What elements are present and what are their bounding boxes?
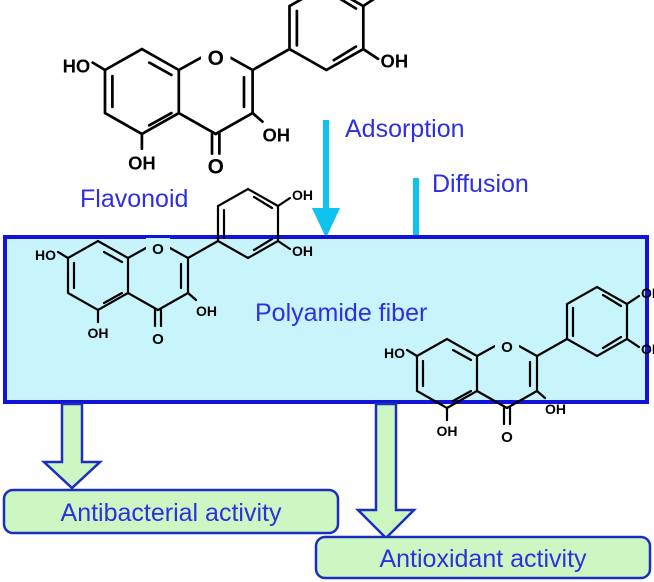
flavonoid-label: Flavonoid	[80, 185, 188, 213]
hydroxyl-label: HO	[63, 55, 91, 76]
antibacterial-label: Antibacterial activity	[61, 499, 282, 527]
hydroxyl-label: OH	[196, 303, 217, 319]
hydroxyl-label: OH	[381, 0, 409, 3]
hydroxyl-label: HO	[384, 345, 405, 361]
hydroxyl-label: OH	[641, 341, 654, 357]
adsorption-arrow	[312, 120, 340, 238]
antioxidant-box	[314, 535, 652, 580]
carbonyl-oxygen-label: O	[501, 429, 513, 446]
carbonyl-oxygen-label: O	[152, 331, 164, 348]
carbonyl-oxygen-label: O	[208, 155, 224, 178]
hydroxyl-label: OH	[292, 187, 313, 203]
ring-oxygen-label: O	[152, 241, 164, 258]
adsorption-label: Adsorption	[345, 115, 465, 143]
hydroxyl-label: HO	[35, 247, 56, 263]
hydroxyl-label: OH	[437, 423, 458, 439]
flavonoid-molecule-top: O O HO OH OH OH OH	[63, 0, 409, 178]
flavonoid-molecule-fiber-left: O O HO OH OH OH OH	[35, 187, 313, 348]
hydroxyl-label: OH	[262, 124, 290, 145]
hydroxyl-label: OH	[88, 325, 109, 341]
hydroxyl-label: OH	[381, 51, 409, 72]
hydroxyl-label: OH	[545, 401, 566, 417]
antioxidant-arrow	[354, 402, 418, 540]
hydroxyl-label: OH	[292, 243, 313, 259]
antibacterial-box	[2, 488, 340, 535]
antibacterial-arrow	[40, 402, 104, 490]
hydroxyl-label: OH	[128, 153, 156, 174]
ring-oxygen-label: O	[501, 339, 513, 356]
flavonoid-molecule-fiber-right: O O HO OH OH OH OH	[384, 285, 654, 446]
ring-oxygen-label: O	[208, 47, 224, 70]
diffusion-label: Diffusion	[432, 170, 529, 198]
polyamide-fiber-box	[3, 235, 649, 404]
antioxidant-label: Antioxidant activity	[379, 545, 587, 573]
hydroxyl-label: OH	[641, 285, 654, 301]
polyamide-fiber-label: Polyamide fiber	[255, 299, 427, 327]
